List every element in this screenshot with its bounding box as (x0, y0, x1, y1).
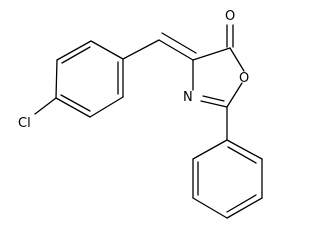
bond (55, 97, 91, 118)
phenyl-ring (192, 139, 263, 219)
bond (56, 40, 92, 61)
bond (90, 40, 124, 60)
bond-inner (61, 46, 91, 64)
bond-exocyclic-double-2 (161, 32, 197, 54)
bond (192, 139, 228, 160)
nitrogen-label: N (183, 90, 193, 105)
bond (226, 197, 263, 219)
ring-oxygen-label: O (239, 71, 249, 86)
bond (55, 59, 58, 99)
bond-inner (226, 194, 257, 213)
bond-aryl-ch (122, 39, 160, 60)
bond (89, 96, 124, 118)
chlorine-label: Cl (18, 116, 31, 131)
bond-c4-c5 (192, 47, 231, 61)
bond-inner (60, 94, 91, 112)
bond-c5-o1 (229, 47, 245, 72)
bond-c2-n3-double (202, 95, 225, 102)
chlorophenyl-ring (55, 40, 124, 118)
bond-inner (227, 146, 257, 164)
chemical-structure: Cl O O N (18, 9, 263, 219)
carbonyl-oxygen-label: O (225, 9, 235, 24)
bond-c2-n3 (200, 100, 228, 108)
bond-exocyclic-double (158, 39, 194, 61)
bond (226, 139, 263, 160)
oxazolone-ring (192, 47, 245, 108)
bond-c-cl (34, 97, 57, 115)
bond (192, 197, 228, 219)
bond-o1-c2 (226, 82, 243, 108)
